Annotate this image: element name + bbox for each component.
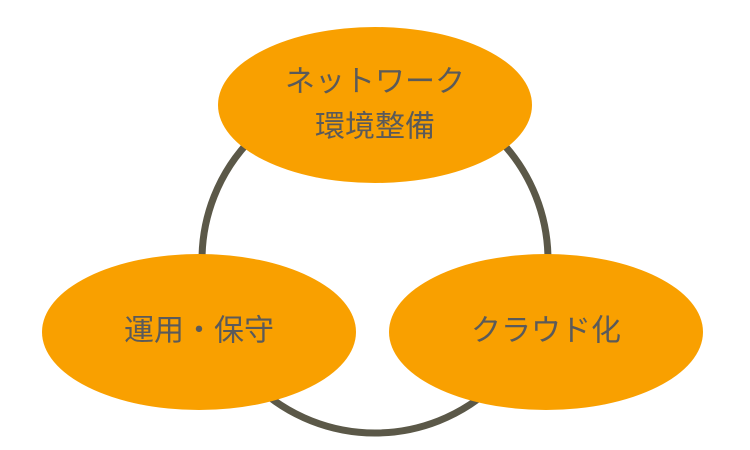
node-network-label-line2: 環境整備 (315, 110, 435, 145)
node-network: ネットワーク 環境整備 (218, 27, 532, 183)
node-operation: 運用・保守 (42, 254, 356, 410)
node-cloud-label: クラウド化 (471, 314, 621, 349)
node-network-shape (218, 27, 532, 183)
node-operation-shape (42, 254, 356, 410)
node-operation-label: 運用・保守 (124, 314, 274, 349)
node-cloud-shape (389, 254, 703, 410)
node-network-label-line1: ネットワーク (285, 65, 465, 100)
node-cloud: クラウド化 (389, 254, 703, 410)
